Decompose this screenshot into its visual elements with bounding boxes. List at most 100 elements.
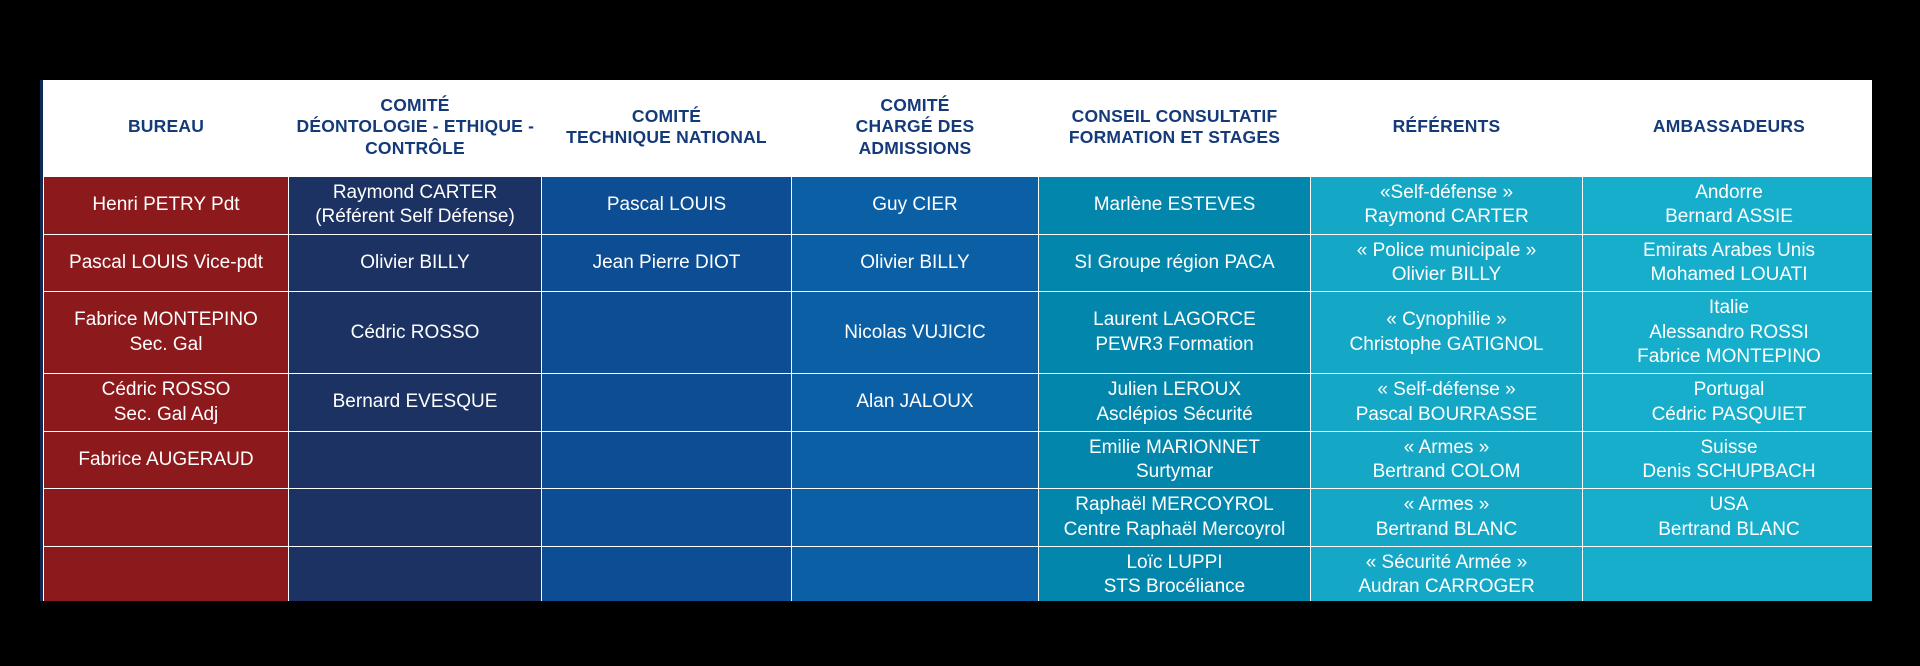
cell-line: Surtymar — [1135, 461, 1214, 483]
cell-line: Bernard ASSIE — [1665, 206, 1793, 228]
cell-line: Pascal LOUIS Vice-pdt — [69, 251, 263, 273]
cell-deontologie — [288, 430, 542, 490]
cell-conseil: Marlène ESTEVES — [1038, 176, 1311, 235]
header-line: AMBASSADEURS — [1652, 116, 1806, 137]
cell-technique — [541, 430, 792, 490]
cell-line: Christophe GATIGNOL — [1349, 333, 1544, 355]
cell-deontologie — [288, 488, 542, 548]
cell-line: Loïc LUPPI — [1126, 552, 1223, 574]
cell-line: SI Groupe région PACA — [1074, 251, 1275, 273]
cell-bureau: Henri PETRY Pdt — [43, 176, 289, 235]
cell-line: Marlène ESTEVES — [1093, 194, 1256, 216]
cell-text: Alan JALOUX — [798, 390, 1032, 414]
cell-deontologie: Olivier BILLY — [288, 233, 542, 293]
cell-line: Suisse — [1700, 436, 1758, 458]
cell-line: Olivier BILLY — [1391, 263, 1502, 285]
cell-line: Cédric ROSSO — [101, 379, 231, 401]
cell-referents: « Armes »Bertrand BLANC — [1310, 488, 1583, 548]
cell-text: Pascal LOUIS Vice-pdt — [50, 251, 282, 275]
header-line: TECHNIQUE NATIONAL — [566, 127, 767, 147]
cell-line: Pascal LOUIS — [606, 194, 727, 216]
cell-line: (Référent Self Défense) — [315, 206, 515, 228]
cell-line: « Police municipale » — [1356, 239, 1537, 261]
cell-line: Henri PETRY Pdt — [92, 194, 240, 216]
cell-text: « Cynophilie »Christophe GATIGNOL — [1317, 308, 1576, 357]
cell-text: Cédric ROSSO — [295, 321, 535, 345]
cell-technique — [541, 546, 792, 601]
cell-bureau: Pascal LOUIS Vice-pdt — [43, 233, 289, 293]
cell-conseil: SI Groupe région PACA — [1038, 233, 1311, 293]
cell-line: «Self-défense » — [1379, 182, 1514, 203]
cell-line: Sec. Gal Adj — [113, 403, 219, 425]
cell-bureau — [43, 488, 289, 548]
cell-deontologie: Cédric ROSSO — [288, 291, 542, 375]
cell-line: Laurent LAGORCE — [1093, 309, 1256, 331]
cell-text: Olivier BILLY — [295, 251, 535, 275]
cell-admissions — [791, 430, 1039, 490]
cell-line: Fabrice MONTEPINO — [1637, 345, 1821, 367]
cell-line: Alan JALOUX — [856, 391, 974, 413]
cell-line: Audran CARROGER — [1358, 576, 1535, 598]
cell-ambassadeurs — [1582, 546, 1872, 601]
cell-line: Bertrand BLANC — [1658, 518, 1800, 540]
header-line: COMITÉ — [380, 94, 450, 115]
cell-line: Julien LEROUX — [1107, 379, 1242, 401]
cell-line: Portugal — [1693, 379, 1765, 401]
header-line: DÉONTOLOGIE - ETHIQUE - — [296, 116, 535, 137]
cell-line: Mohamed LOUATI — [1650, 263, 1808, 285]
cell-text: Nicolas VUJICIC — [798, 321, 1032, 345]
column-header-referents: RÉFÉRENTS — [1310, 80, 1583, 177]
cell-admissions: Alan JALOUX — [791, 373, 1039, 432]
cell-text: Marlène ESTEVES — [1045, 193, 1304, 217]
cell-line: Guy CIER — [872, 194, 958, 216]
column-header-label: RÉFÉRENTS — [1319, 116, 1575, 137]
cell-text: « Sécurité Armée »Audran CARROGER — [1317, 551, 1576, 600]
cell-line: Raymond CARTER — [1364, 206, 1529, 228]
cell-deontologie: Bernard EVESQUE — [288, 373, 542, 432]
cell-line: Raymond CARTER — [332, 182, 498, 203]
cell-admissions: Nicolas VUJICIC — [791, 291, 1039, 375]
cell-bureau: Fabrice AUGERAUD — [43, 430, 289, 490]
cell-line: PEWR3 Formation — [1095, 333, 1254, 355]
cell-technique — [541, 488, 792, 548]
cell-referents: « Cynophilie »Christophe GATIGNOL — [1310, 291, 1583, 375]
cell-line: Bertrand COLOM — [1372, 461, 1521, 483]
cell-text: Bernard EVESQUE — [295, 390, 535, 414]
cell-line: Nicolas VUJICIC — [844, 321, 986, 343]
cell-text: Jean Pierre DIOT — [548, 251, 785, 275]
cell-line: Asclépios Sécurité — [1096, 403, 1253, 425]
cell-line: Emirats Arabes Unis — [1642, 239, 1816, 261]
header-line: COMITÉ — [880, 94, 950, 115]
cell-text: «Self-défense » Raymond CARTER — [1317, 181, 1576, 230]
cell-text: Olivier BILLY — [798, 251, 1032, 275]
cell-text: Henri PETRY Pdt — [50, 193, 282, 217]
